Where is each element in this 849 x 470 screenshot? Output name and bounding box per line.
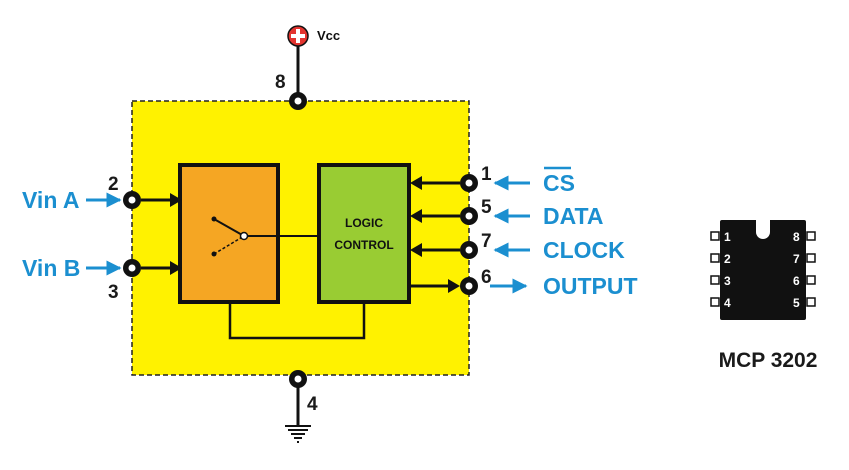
vin-a-label: Vin A bbox=[22, 187, 80, 213]
package-pin-label-4: 4 bbox=[724, 296, 731, 310]
package-lead-3 bbox=[710, 275, 720, 285]
pin-number-6: 6 bbox=[481, 267, 492, 288]
pin-number-3: 3 bbox=[108, 282, 119, 303]
pin-number-4: 4 bbox=[307, 394, 318, 415]
pin-number-7: 7 bbox=[481, 231, 492, 252]
package-body bbox=[720, 220, 806, 320]
control-label: CONTROL bbox=[334, 238, 393, 252]
pin-6-terminal bbox=[460, 277, 478, 295]
dip8-package: 1 2 3 4 8 7 6 5 bbox=[710, 220, 816, 320]
pin-number-8: 8 bbox=[275, 72, 286, 93]
logic-label: LOGIC bbox=[345, 216, 383, 230]
data-label: DATA bbox=[543, 203, 603, 229]
vcc-label: Vcc bbox=[317, 28, 340, 43]
package-notch-icon bbox=[756, 220, 770, 239]
package-lead-1 bbox=[710, 231, 720, 241]
pin-4-terminal bbox=[289, 370, 307, 388]
package-pin-label-5: 5 bbox=[793, 296, 800, 310]
pin-8-terminal bbox=[289, 92, 307, 110]
pin-7-terminal bbox=[460, 241, 478, 259]
pin-2-terminal bbox=[123, 191, 141, 209]
clock-label: CLOCK bbox=[543, 237, 625, 263]
package-pin-label-2: 2 bbox=[724, 252, 731, 266]
package-lead-4 bbox=[710, 297, 720, 307]
pin-number-1: 1 bbox=[481, 164, 492, 185]
pin-number-5: 5 bbox=[481, 197, 492, 218]
output-internal-arrowhead bbox=[448, 279, 460, 293]
feedback-wire bbox=[228, 302, 366, 340]
vin-b-label: Vin B bbox=[22, 255, 80, 281]
cs-internal-arrowhead bbox=[410, 176, 422, 190]
switch-icon bbox=[211, 216, 249, 257]
output-label: OUTPUT bbox=[543, 273, 638, 299]
package-pin-label-8: 8 bbox=[793, 230, 800, 244]
package-lead-6 bbox=[806, 275, 816, 285]
vin-b-internal-arrowhead bbox=[170, 261, 182, 275]
package-lead-8 bbox=[806, 231, 816, 241]
vin-a-internal-arrowhead bbox=[170, 193, 182, 207]
pin-5-terminal bbox=[460, 207, 478, 225]
package-pin-label-7: 7 bbox=[793, 252, 800, 266]
ground-icon bbox=[285, 425, 311, 443]
pin-number-2: 2 bbox=[108, 174, 119, 195]
logic-control-block bbox=[317, 163, 411, 304]
package-lead-5 bbox=[806, 297, 816, 307]
mux-block bbox=[178, 163, 280, 304]
pin-3-terminal bbox=[123, 259, 141, 277]
package-pin-label-1: 1 bbox=[724, 230, 731, 244]
vcc-plus-icon bbox=[287, 25, 309, 47]
part-number-label: MCP 3202 bbox=[719, 349, 818, 372]
package-lead-7 bbox=[806, 253, 816, 263]
package-pin-label-6: 6 bbox=[793, 274, 800, 288]
package-lead-2 bbox=[710, 253, 720, 263]
package-pin-label-3: 3 bbox=[724, 274, 731, 288]
cs-label: CS bbox=[543, 170, 575, 196]
data-internal-arrowhead bbox=[410, 209, 422, 223]
pin-1-terminal bbox=[460, 174, 478, 192]
clock-internal-arrowhead bbox=[410, 243, 422, 257]
